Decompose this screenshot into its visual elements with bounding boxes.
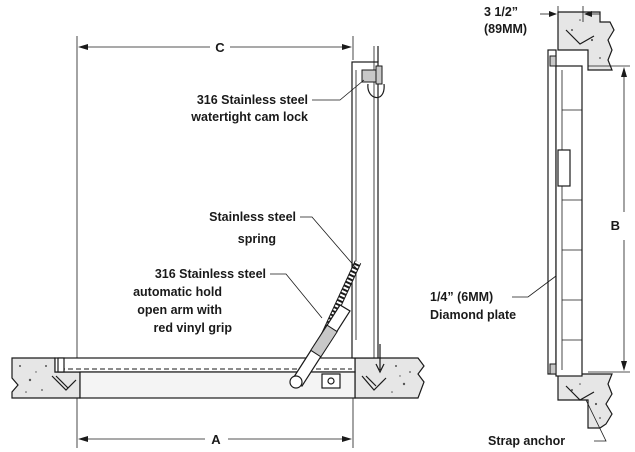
frame-pit-wall — [79, 371, 356, 399]
strap-anchor-left — [51, 375, 77, 391]
arm-label-line1: 316 Stainless steel — [155, 267, 266, 281]
concrete-bottom — [557, 373, 613, 429]
dimension-c: C — [76, 36, 354, 358]
cover-stiffeners — [562, 109, 582, 341]
dimension-a-label: A — [211, 432, 221, 447]
strap-anchor-right — [361, 375, 387, 391]
diamond-plate-label-line2: Diamond plate — [430, 308, 516, 322]
callout-diamond-plate: 1/4” (6MM) Diamond plate — [430, 275, 557, 322]
diamond-plate-label-line1: 1/4” (6MM) — [430, 290, 493, 304]
section-view-closed: 3 1/2” (89MM) B 1/4” (6MM) Diamond plate… — [430, 5, 630, 448]
frame-side — [547, 49, 557, 375]
dimension-b-label: B — [611, 218, 620, 233]
hold-open-arm — [289, 304, 351, 389]
cam-lock-label-line1: 316 Stainless steel — [197, 93, 308, 107]
frame-end-left — [57, 357, 65, 373]
arm-label-line3: open arm with — [137, 303, 222, 317]
cam-lock-label-line2: watertight cam lock — [190, 110, 308, 124]
hinge-bracket — [321, 373, 341, 389]
dimension-frame-depth: 3 1/2” (89MM) — [484, 5, 600, 36]
dimension-c-label: C — [215, 40, 225, 55]
frame-depth-label-line2: (89MM) — [484, 22, 527, 36]
callout-strap-anchor: Strap anchor — [488, 399, 607, 448]
spring-label-line1: Stainless steel — [209, 210, 296, 224]
hinge-block — [557, 149, 571, 187]
drain-outlet — [375, 344, 385, 374]
dimension-b: B — [588, 65, 630, 373]
concrete-slab-right — [354, 357, 425, 399]
concrete-texture — [19, 365, 411, 393]
concrete-texture-right — [571, 19, 601, 419]
strap-anchor-label: Strap anchor — [488, 434, 565, 448]
frame-depth-label-line1: 3 1/2” — [484, 5, 518, 19]
dimension-a: A — [76, 398, 354, 448]
spring-label-line2: spring — [238, 232, 276, 246]
callout-cam-lock: 316 Stainless steel watertight cam lock — [190, 79, 365, 124]
arm-label-line2: automatic hold — [133, 285, 222, 299]
cam-lock — [361, 65, 385, 99]
strap-anchor-top — [565, 29, 595, 45]
strap-anchor-bottom — [565, 385, 595, 401]
callout-hold-open-arm: 316 Stainless steel automatic hold open … — [133, 267, 323, 335]
arm-label-line4: red vinyl grip — [154, 321, 233, 335]
side-elevation-open-view: C A 316 Stainless steel watertight cam l… — [11, 36, 425, 448]
callout-spring: Stainless steel spring — [209, 210, 357, 269]
door-cover — [555, 65, 583, 377]
